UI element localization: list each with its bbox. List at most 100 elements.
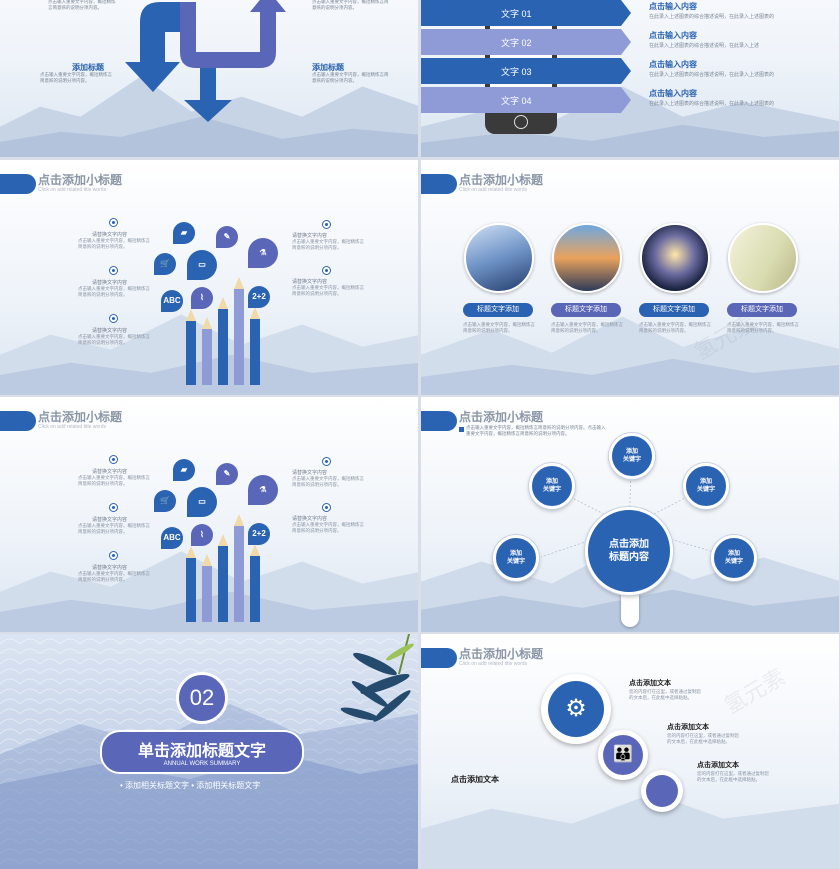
pencil-tip xyxy=(218,534,228,546)
pencil-ruler-icon: ✎ xyxy=(223,232,231,241)
computer-icon: ▭ xyxy=(198,497,206,506)
item-text: 点击输入重要文字内容，概括精炼言简意赅的说明分项内容。 xyxy=(78,475,150,486)
mountain-background xyxy=(421,86,839,157)
icon-bubble: ✎ xyxy=(216,226,238,248)
pencil-tip xyxy=(202,317,212,329)
pill-text: 点击输入重要文字内容，概括精炼言简意赅的说明分项内容。 xyxy=(727,322,799,333)
pencil-body xyxy=(186,558,196,622)
text-block-body: 您的内容打在这里，或者通过复制您的文本后，在此框中选择粘贴。 xyxy=(629,689,701,700)
slide-8[interactable]: 点击添加小标题 Click on add related title words… xyxy=(421,634,839,869)
icon-bubble: ▰ xyxy=(173,459,195,481)
item-text: 点击输入重要文字内容，概括精炼言简意赅的说明分项内容。 xyxy=(292,476,364,487)
gears-icon: ⚙ xyxy=(565,695,587,722)
slide-4[interactable]: 点击添加小标题 Click on add related title words… xyxy=(421,160,839,395)
pencil-tip xyxy=(250,544,260,556)
item-text: 点击输入重要文字内容，概括精炼言简意赅的说明分项内容。 xyxy=(78,334,150,345)
row-band xyxy=(421,0,631,26)
icon-bubble: 🛒 xyxy=(154,253,176,275)
title-tab xyxy=(0,411,36,431)
city-skyline-photo xyxy=(464,223,534,293)
bubble-label: 2+2 xyxy=(252,292,266,301)
slide1-text-top-right: 点击输入重要文字内容，概括精炼言简意赅的说明分项内容。 xyxy=(312,0,389,10)
row-desc: 在此录入上述图表的综合描述说明，在此录入上述图表的 xyxy=(649,101,775,107)
intro-bullet xyxy=(459,427,464,432)
icon-bubble: ✎ xyxy=(216,463,238,485)
title-pill: 标题文字添加 xyxy=(639,303,709,317)
slide1-label-bottom-right: 添加标题 xyxy=(312,63,344,72)
desk-lamp-photo xyxy=(728,223,798,293)
section-subtitle: ANNUAL WORK SUMMARY xyxy=(163,761,241,767)
icon-bubble: ⌇ xyxy=(191,524,213,546)
text-block-title: 点击添加文本 xyxy=(629,680,671,687)
slide-subtitle: Click on add related title words xyxy=(459,661,528,667)
item-caption: 请替换文字内容 xyxy=(292,470,328,476)
pencil-tip xyxy=(186,546,196,558)
item-text: 点击输入重要文字内容，概括精炼言简意赅的说明分项内容。 xyxy=(292,285,364,296)
slide-5[interactable]: 点击添加小标题 Click on add related title words… xyxy=(0,397,418,632)
item-text: 点击输入重要文字内容，概括精炼言简意赅的说明分项内容。 xyxy=(78,286,150,297)
flask-icon: ⚗ xyxy=(259,485,267,494)
title-tab xyxy=(421,411,457,431)
keyword-node: 添加 关键字 xyxy=(711,535,757,581)
slide-title: 点击添加小标题 xyxy=(38,410,123,424)
bullet-dot xyxy=(109,314,118,323)
row-label: 文字 02 xyxy=(501,38,532,48)
icon-bubble: ⚗ xyxy=(248,475,278,505)
pencil-body xyxy=(250,319,260,385)
dna-icon: ⌇ xyxy=(200,293,204,302)
pencil-tip xyxy=(186,309,196,321)
section-title: 单击添加标题文字 xyxy=(137,743,266,760)
bullet-dot xyxy=(322,266,331,275)
slide-title: 点击添加小标题 xyxy=(459,410,544,424)
row-band xyxy=(421,29,631,55)
ruler-icon: ▰ xyxy=(180,228,188,237)
bullet-dot xyxy=(109,455,118,464)
slide-title: 点击添加小标题 xyxy=(38,173,123,187)
pill-text: 点击输入重要文字内容，概括精炼言简意赅的说明分项内容。 xyxy=(463,322,535,333)
item-caption: 请替换文字内容 xyxy=(292,516,328,522)
pencil-body xyxy=(202,566,212,622)
text-bubble: 2+2 xyxy=(248,523,270,545)
slide-title: 点击添加小标题 xyxy=(459,173,544,187)
slide-subtitle: Click on add related title words xyxy=(38,187,107,193)
text-block-title: 点击添加文本 xyxy=(697,762,739,769)
keyword-label: 添加 关键字 xyxy=(696,479,715,493)
pencil-body xyxy=(218,309,228,385)
center-node: 点击添加 标题内容 xyxy=(585,507,673,595)
bullet-dot xyxy=(109,503,118,512)
pill-text: 点击输入重要文字内容，概括精炼言简意赅的说明分项内容。 xyxy=(551,322,623,333)
gears-circle: ⚙ xyxy=(548,681,604,737)
keyword-label: 添加 关键字 xyxy=(506,551,525,565)
slide-title: 点击添加小标题 xyxy=(459,647,544,661)
icon-bubble: ⚗ xyxy=(248,238,278,268)
people-icon: 👪 xyxy=(613,746,633,763)
text-block-title: 点击添加文本 xyxy=(667,724,709,731)
watermark: 氢元素 xyxy=(719,663,790,719)
title-banner: 单击添加标题文字 ANNUAL WORK SUMMARY xyxy=(100,730,304,774)
pencil-body xyxy=(218,546,228,622)
item-text: 点击输入重要文字内容，概括精炼言简意赅的说明分项内容。 xyxy=(78,523,150,534)
title-pill: 标题文字添加 xyxy=(551,303,621,317)
item-caption: 请替换文字内容 xyxy=(292,279,328,285)
small-circle xyxy=(646,775,678,807)
slide1-label-bottom-left: 添加标题 xyxy=(72,63,104,72)
slide1-text-top-left: 点击输入重要文字内容，概括精炼言简意赅的说明分项内容。 xyxy=(48,0,116,10)
icon-bubble: ▭ xyxy=(187,250,217,280)
city-night-photo xyxy=(552,223,622,293)
bullet-dot xyxy=(322,457,331,466)
cart-icon: 🛒 xyxy=(160,259,170,268)
row-band xyxy=(421,58,631,84)
slide-6[interactable]: 点击添加小标题 点击输入重要文字内容，概括精炼言简意赅的说明分项内容。点击输入重… xyxy=(421,397,839,632)
slide-7[interactable]: 02 单击添加标题文字 ANNUAL WORK SUMMARY • 添加相关标题… xyxy=(0,634,418,869)
left-block-title: 点击添加文本 xyxy=(451,775,499,784)
title-tab xyxy=(421,174,457,194)
title-pill: 标题文字添加 xyxy=(463,303,533,317)
pencil-body xyxy=(202,329,212,385)
row-title: 点击输入内容 xyxy=(649,31,697,40)
cart-icon: 🛒 xyxy=(160,496,170,505)
pencil-body xyxy=(234,289,244,385)
slide-1[interactable]: 点击输入重要文字内容，概括精炼言简意赅的说明分项内容。 添加标题 点击输入重要文… xyxy=(0,0,418,157)
slide-3[interactable]: 点击添加小标题 Click on add related title words… xyxy=(0,160,418,395)
cycle-arrows-graphic xyxy=(125,0,286,122)
